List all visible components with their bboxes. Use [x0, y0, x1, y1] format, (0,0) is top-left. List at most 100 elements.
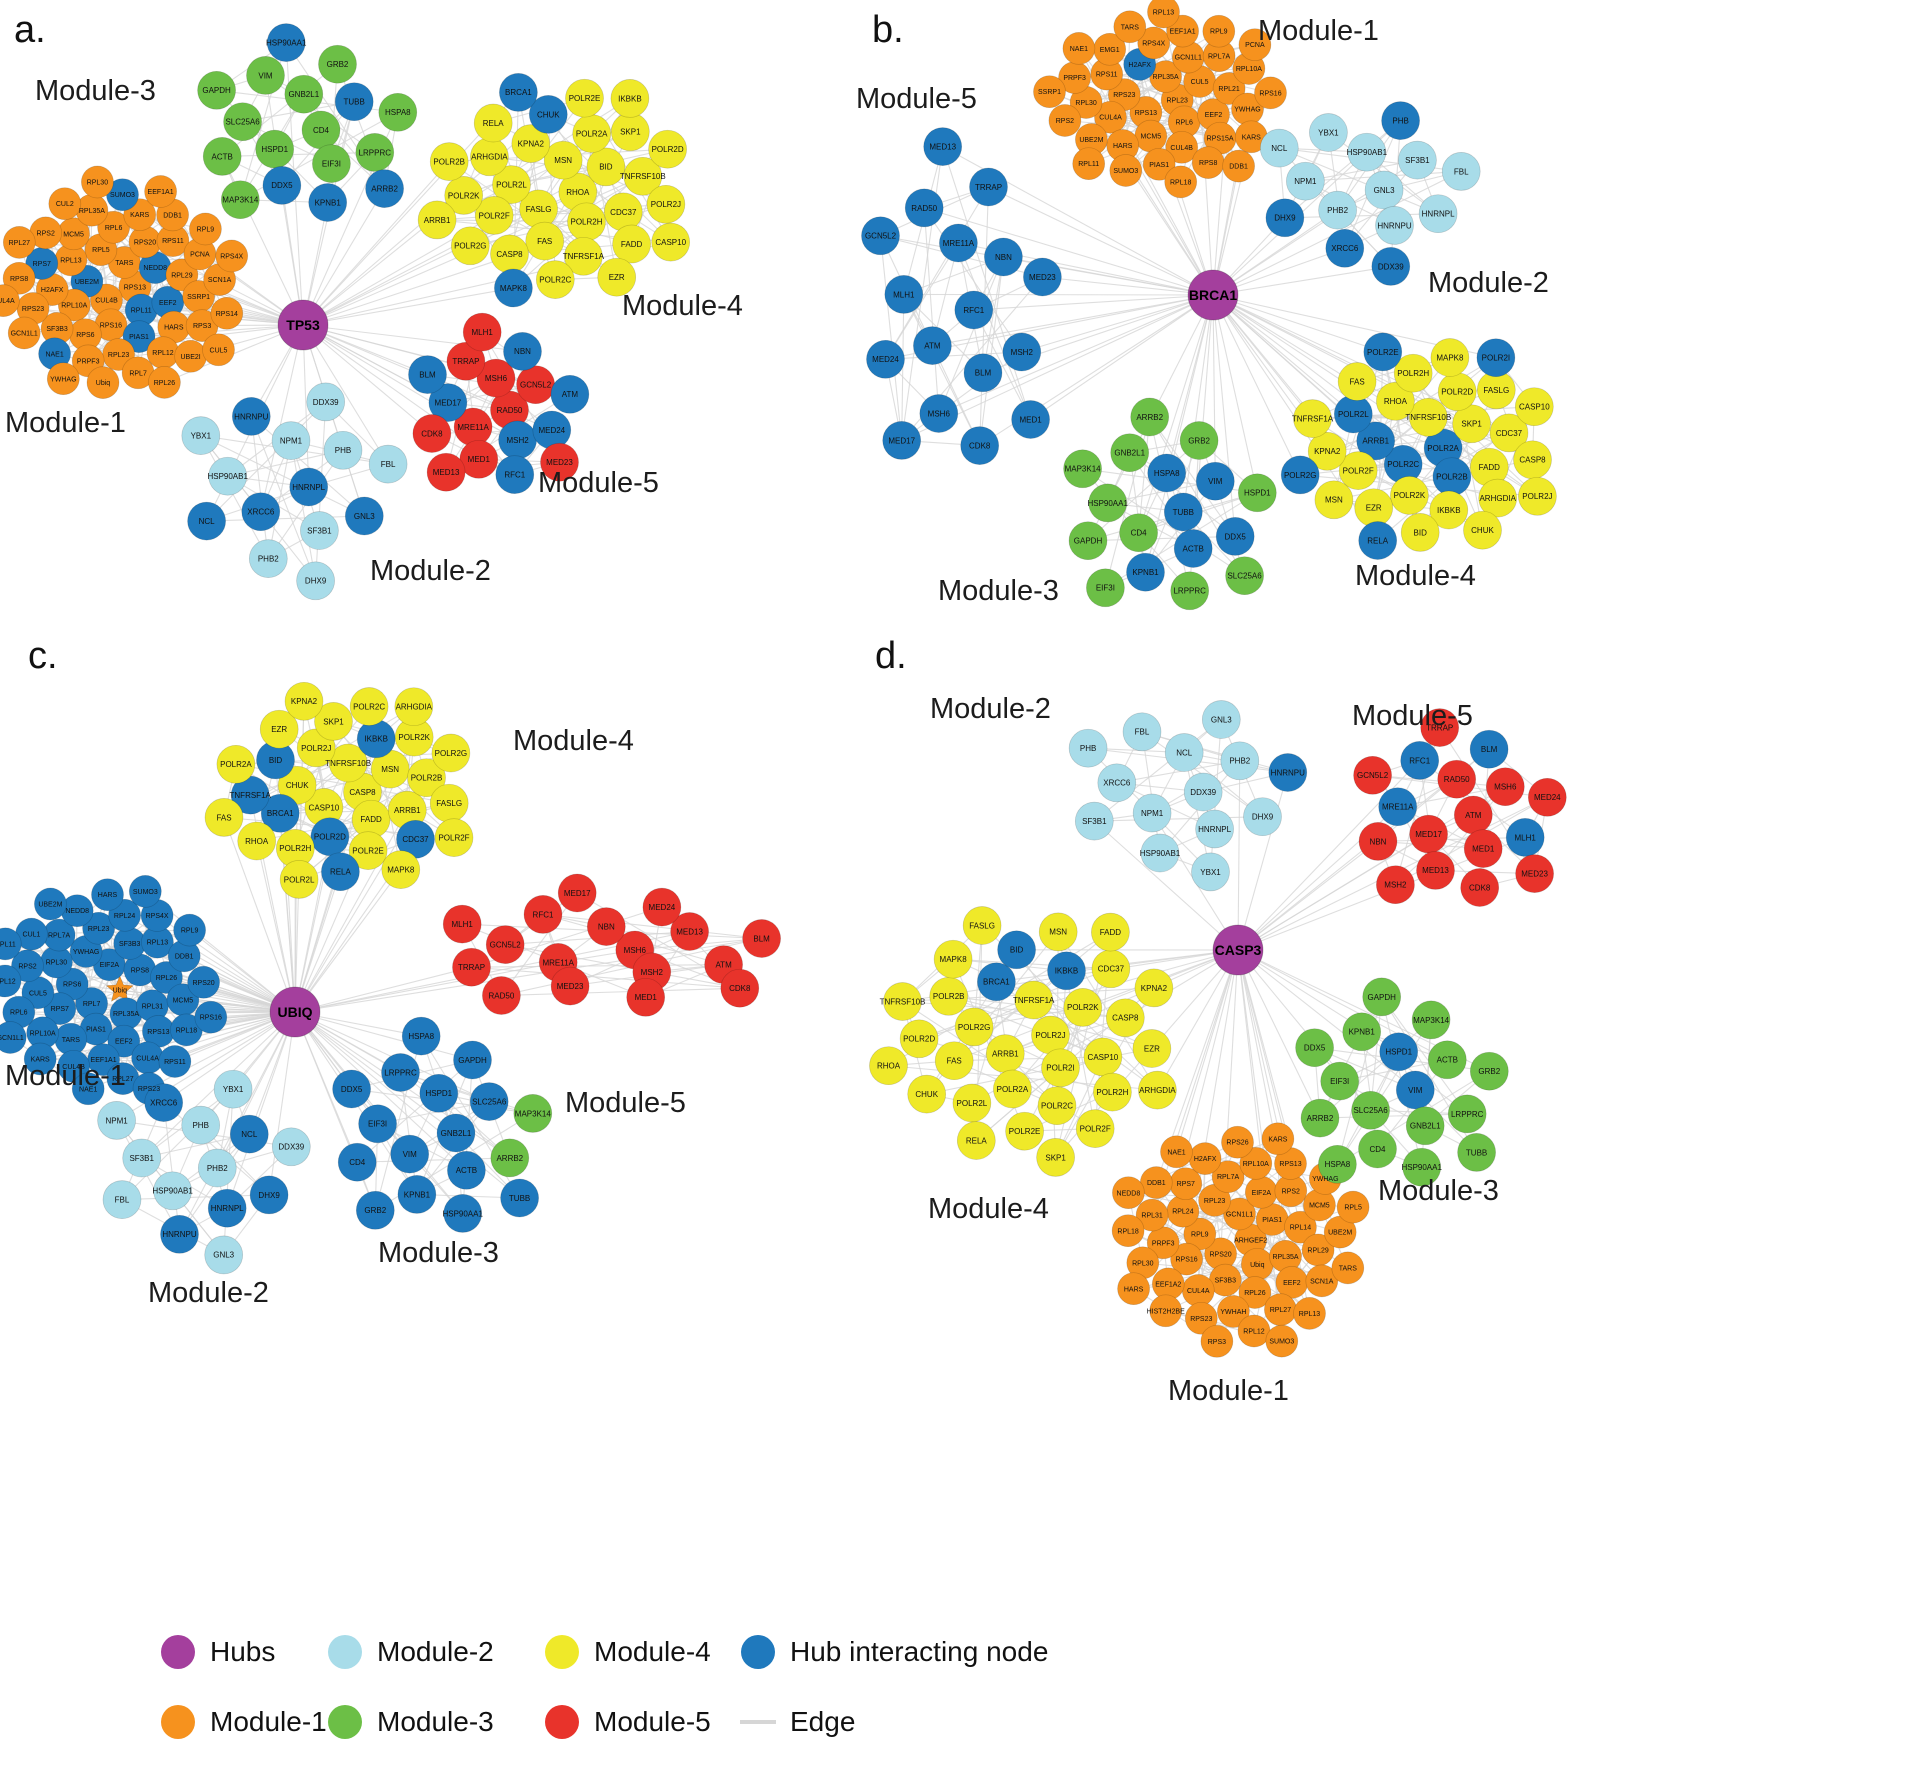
- node-polr2c[interactable]: [1037, 1086, 1077, 1126]
- node-med17[interactable]: [1409, 814, 1448, 854]
- node-hspd1[interactable]: [419, 1073, 459, 1113]
- node-tnfrsf1a[interactable]: [564, 236, 603, 276]
- node-lrpprc[interactable]: [381, 1053, 420, 1092]
- node-kpna2[interactable]: [511, 124, 551, 163]
- node-ddx5[interactable]: [1215, 517, 1255, 556]
- node-skp1[interactable]: [1036, 1138, 1075, 1177]
- node-slc25a6[interactable]: [223, 102, 262, 142]
- node-ncl[interactable]: [1259, 128, 1299, 168]
- node-casp8[interactable]: [1513, 440, 1552, 480]
- node-med24[interactable]: [642, 887, 682, 927]
- node-scn1a[interactable]: [1305, 1264, 1339, 1298]
- node-ssrp1[interactable]: [1033, 75, 1066, 109]
- node-phb[interactable]: [323, 430, 363, 470]
- node-hars[interactable]: [91, 878, 124, 912]
- node-brca1[interactable]: [977, 962, 1016, 1002]
- node-arrb1[interactable]: [985, 1034, 1025, 1073]
- node-blm[interactable]: [963, 353, 1003, 393]
- node-ybx1[interactable]: [181, 416, 221, 455]
- node-polr2e[interactable]: [1005, 1111, 1044, 1151]
- node-cd4[interactable]: [1358, 1129, 1397, 1169]
- node-casp10[interactable]: [1514, 387, 1554, 427]
- node-rpl18[interactable]: [1111, 1214, 1145, 1248]
- node-nbn[interactable]: [586, 907, 626, 946]
- node-cul4a[interactable]: [1181, 1274, 1215, 1307]
- node-chuk[interactable]: [528, 95, 568, 134]
- node-ezr[interactable]: [1354, 488, 1394, 528]
- node-polr2d[interactable]: [899, 1019, 939, 1059]
- node-arhgdia[interactable]: [470, 137, 509, 177]
- node-polr2l[interactable]: [279, 860, 319, 899]
- node-gnb2l1[interactable]: [1405, 1106, 1445, 1146]
- node-actb[interactable]: [447, 1150, 486, 1190]
- node-cul4b[interactable]: [1165, 130, 1199, 164]
- node-trrap[interactable]: [969, 167, 1008, 207]
- node-hsp90ab1[interactable]: [153, 1171, 192, 1211]
- node-bid[interactable]: [997, 930, 1036, 970]
- node-msn[interactable]: [1314, 480, 1354, 520]
- node-blm[interactable]: [1469, 729, 1509, 769]
- node-kpna2[interactable]: [284, 681, 324, 721]
- node-msh6[interactable]: [919, 394, 959, 433]
- node-trrap[interactable]: [446, 341, 486, 381]
- node-hspa8[interactable]: [1318, 1144, 1357, 1184]
- node-ywhah[interactable]: [1217, 1295, 1250, 1328]
- node-phb2[interactable]: [248, 539, 288, 578]
- node-arhgdia[interactable]: [1138, 1070, 1177, 1110]
- node-xrcc6[interactable]: [1325, 228, 1365, 268]
- node-rfc1[interactable]: [495, 455, 535, 494]
- node-eef1a1[interactable]: [144, 175, 177, 208]
- node-polr2a[interactable]: [216, 744, 256, 784]
- node-rpl13[interactable]: [1293, 1297, 1326, 1330]
- node-mre11a[interactable]: [1378, 787, 1418, 827]
- node-rpl12[interactable]: [146, 336, 180, 369]
- node-rad50[interactable]: [482, 976, 521, 1015]
- node-kpnb1[interactable]: [1126, 552, 1165, 592]
- node-ybx1[interactable]: [213, 1069, 253, 1109]
- node-polr2g[interactable]: [1280, 455, 1320, 495]
- node-gapdh[interactable]: [453, 1040, 492, 1080]
- node-ddx39[interactable]: [1183, 772, 1223, 812]
- node-hnrnpl[interactable]: [1418, 194, 1458, 234]
- node-med24[interactable]: [1527, 777, 1567, 817]
- node-polr2b[interactable]: [929, 976, 969, 1016]
- node-brca1[interactable]: [499, 73, 538, 112]
- node-hsp90aa1[interactable]: [443, 1194, 483, 1233]
- node-rps8[interactable]: [2, 261, 36, 295]
- node-rpl26[interactable]: [1238, 1276, 1272, 1309]
- node-mapk8[interactable]: [381, 850, 421, 889]
- node-med13[interactable]: [1416, 851, 1455, 890]
- node-ywhag[interactable]: [46, 362, 80, 396]
- node-rpl5[interactable]: [1336, 1190, 1370, 1224]
- node-mre11a[interactable]: [939, 223, 978, 263]
- node-fas[interactable]: [934, 1041, 974, 1081]
- node-prpf3[interactable]: [1146, 1226, 1180, 1260]
- node-phb2[interactable]: [1318, 190, 1357, 230]
- node-kpnb1[interactable]: [308, 183, 348, 222]
- node-polr2d[interactable]: [310, 817, 350, 857]
- node-sumo3[interactable]: [1265, 1324, 1299, 1358]
- node-rps2[interactable]: [11, 949, 44, 983]
- node-blm[interactable]: [408, 355, 447, 394]
- node-med13[interactable]: [426, 452, 466, 492]
- node-cdk8[interactable]: [960, 426, 1000, 465]
- node-eif3i[interactable]: [358, 1104, 397, 1144]
- node-rpl21[interactable]: [1212, 72, 1246, 105]
- node-hnrnpl[interactable]: [289, 467, 329, 507]
- node-kpna2[interactable]: [1307, 431, 1347, 471]
- node-fas[interactable]: [204, 798, 244, 837]
- node-polr2j[interactable]: [646, 184, 686, 224]
- node-tnfrsf10b[interactable]: [328, 743, 368, 783]
- node-map3k14[interactable]: [513, 1094, 553, 1133]
- node-med23[interactable]: [540, 442, 579, 482]
- node-casp8[interactable]: [1105, 998, 1145, 1038]
- node-h2afx[interactable]: [1188, 1142, 1222, 1175]
- node-pcna[interactable]: [1238, 28, 1272, 62]
- node-gapdh[interactable]: [197, 70, 236, 110]
- node-med13[interactable]: [670, 912, 709, 951]
- node-cul4a[interactable]: [131, 1041, 164, 1075]
- node-cdc37[interactable]: [1489, 413, 1529, 453]
- node-rpl35a[interactable]: [75, 193, 109, 227]
- node-ezr[interactable]: [259, 709, 299, 749]
- node-slc25a6[interactable]: [1351, 1090, 1390, 1130]
